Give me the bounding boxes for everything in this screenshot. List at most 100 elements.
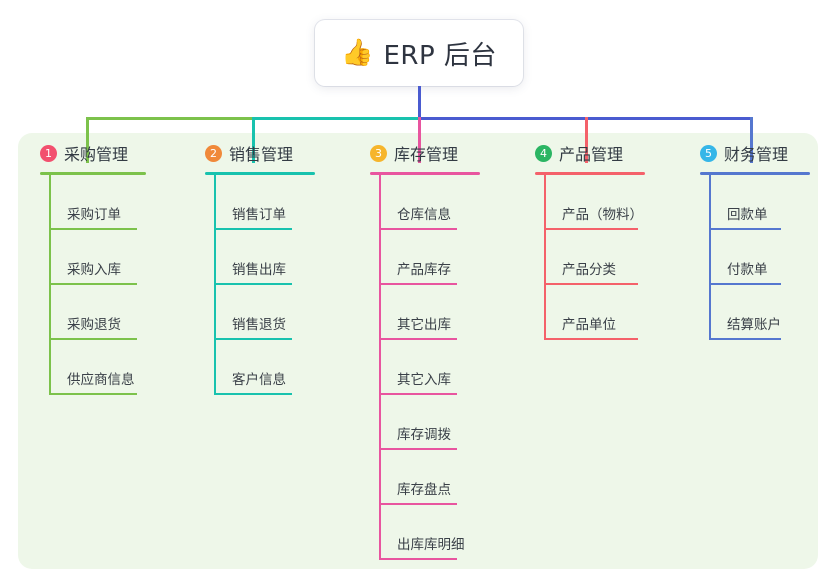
submodule-item[interactable]: 回款单 [709, 175, 793, 230]
modules-panel [18, 133, 818, 569]
module-column-2: 2 销售管理销售订单销售出库销售退货客户信息 [205, 140, 315, 395]
module-header-5[interactable]: 5 财务管理 [700, 140, 810, 166]
root-stem-connector [418, 86, 421, 120]
thumbs-up-icon: 👍 [341, 38, 374, 68]
submodule-item[interactable]: 库存盘点 [379, 450, 467, 505]
submodule-list-4: 产品（物料） 产品分类产品单位 [544, 175, 648, 340]
submodule-underline [379, 393, 457, 395]
submodule-label: 其它出库 [397, 317, 451, 333]
submodule-underline [709, 283, 781, 285]
submodule-underline [544, 338, 638, 340]
submodule-list-5: 回款单付款单结算账户 [709, 175, 810, 340]
submodule-label: 产品库存 [397, 262, 451, 278]
submodule-underline [49, 283, 137, 285]
module-badge-3: 3 [370, 144, 387, 162]
submodule-label: 库存盘点 [397, 482, 451, 498]
submodule-underline [49, 338, 137, 340]
submodule-item[interactable]: 付款单 [709, 230, 793, 285]
submodule-label: 采购入库 [67, 262, 121, 278]
module-underline-4 [535, 172, 645, 175]
module-column-3: 3 库存管理仓库信息产品库存其它出库其它入库库存调拨库存盘点出库库明细 [370, 140, 480, 560]
submodule-list-1: 采购订单采购入库采购退货供应商信息 [49, 175, 146, 395]
submodule-item[interactable]: 库存调拨 [379, 395, 467, 450]
submodule-item[interactable]: 采购退货 [49, 285, 145, 340]
submodule-item[interactable]: 供应商信息 [49, 340, 145, 395]
submodule-label: 销售订单 [232, 207, 286, 223]
submodule-spine-5 [709, 175, 711, 340]
submodule-item[interactable]: 采购订单 [49, 175, 145, 230]
submodule-item[interactable]: 采购入库 [49, 230, 145, 285]
module-header-3[interactable]: 3 库存管理 [370, 140, 480, 166]
submodule-label: 客户信息 [232, 372, 286, 388]
bus-drop-finance [750, 117, 753, 163]
submodule-spine-3 [379, 175, 381, 560]
root-node-title: ERP 后台 [383, 40, 497, 71]
submodule-underline [379, 558, 457, 560]
submodule-label: 采购订单 [67, 207, 121, 223]
submodule-item[interactable]: 仓库信息 [379, 175, 467, 230]
submodule-underline [709, 338, 781, 340]
submodule-spine-2 [214, 175, 216, 395]
module-underline-2 [205, 172, 315, 175]
module-column-4: 4 产品管理产品（物料） 产品分类产品单位 [535, 140, 648, 340]
submodule-item[interactable]: 其它出库 [379, 285, 467, 340]
submodule-item[interactable]: 结算账户 [709, 285, 793, 340]
bus-drop-inventory [418, 117, 421, 163]
module-title-4: 产品管理 [559, 145, 624, 164]
submodule-item[interactable]: 产品单位 [544, 285, 648, 340]
submodule-item[interactable]: 产品分类 [544, 230, 648, 285]
module-header-2[interactable]: 2 销售管理 [205, 140, 315, 166]
submodule-underline [214, 228, 292, 230]
submodule-label: 供应商信息 [67, 372, 135, 388]
module-title-2: 销售管理 [229, 145, 294, 164]
module-title-5: 财务管理 [724, 145, 789, 164]
submodule-label: 结算账户 [727, 317, 781, 333]
module-underline-5 [700, 172, 810, 175]
submodule-item[interactable]: 其它入库 [379, 340, 467, 395]
submodule-label: 采购退货 [67, 317, 121, 333]
module-header-4[interactable]: 4 产品管理 [535, 140, 648, 166]
submodule-list-3: 仓库信息产品库存其它出库其它入库库存调拨库存盘点出库库明细 [379, 175, 480, 560]
bus-segment-sales [253, 117, 419, 120]
module-badge-1: 1 [40, 144, 57, 162]
submodule-underline [379, 503, 457, 505]
submodule-underline [214, 393, 292, 395]
module-badge-2: 2 [205, 144, 222, 162]
submodule-item[interactable]: 产品（物料） [544, 175, 648, 230]
submodule-item[interactable]: 销售出库 [214, 230, 302, 285]
submodule-item[interactable]: 出库库明细 [379, 505, 467, 560]
submodule-label: 出库库明细 [397, 537, 465, 553]
submodule-underline [379, 448, 457, 450]
submodule-underline [214, 338, 292, 340]
submodule-item[interactable]: 客户信息 [214, 340, 302, 395]
module-column-5: 5 财务管理回款单付款单结算账户 [700, 140, 810, 340]
submodule-underline [214, 283, 292, 285]
submodule-label: 产品单位 [562, 317, 616, 333]
submodule-underline [49, 393, 137, 395]
submodule-underline [379, 283, 457, 285]
module-underline-1 [40, 172, 146, 175]
submodule-label: 库存调拨 [397, 427, 451, 443]
submodule-item[interactable]: 产品库存 [379, 230, 467, 285]
bus-segment-purchasing [86, 117, 254, 120]
submodule-item[interactable]: 销售订单 [214, 175, 302, 230]
module-badge-4: 4 [535, 144, 552, 162]
submodule-item[interactable]: 销售退货 [214, 285, 302, 340]
submodule-label: 回款单 [727, 207, 768, 223]
bus-drop-product [585, 117, 588, 163]
submodule-underline [544, 283, 638, 285]
root-node-erp-backend[interactable]: 👍 ERP 后台 [315, 20, 523, 86]
submodule-label: 其它入库 [397, 372, 451, 388]
submodule-label: 销售出库 [232, 262, 286, 278]
submodule-label: 产品（物料） [562, 207, 643, 223]
module-badge-5: 5 [700, 144, 717, 162]
module-title-3: 库存管理 [394, 145, 459, 164]
submodule-label: 产品分类 [562, 262, 616, 278]
submodule-spine-4 [544, 175, 546, 340]
submodule-label: 仓库信息 [397, 207, 451, 223]
submodule-underline [49, 228, 137, 230]
bus-drop-sales [252, 117, 255, 163]
